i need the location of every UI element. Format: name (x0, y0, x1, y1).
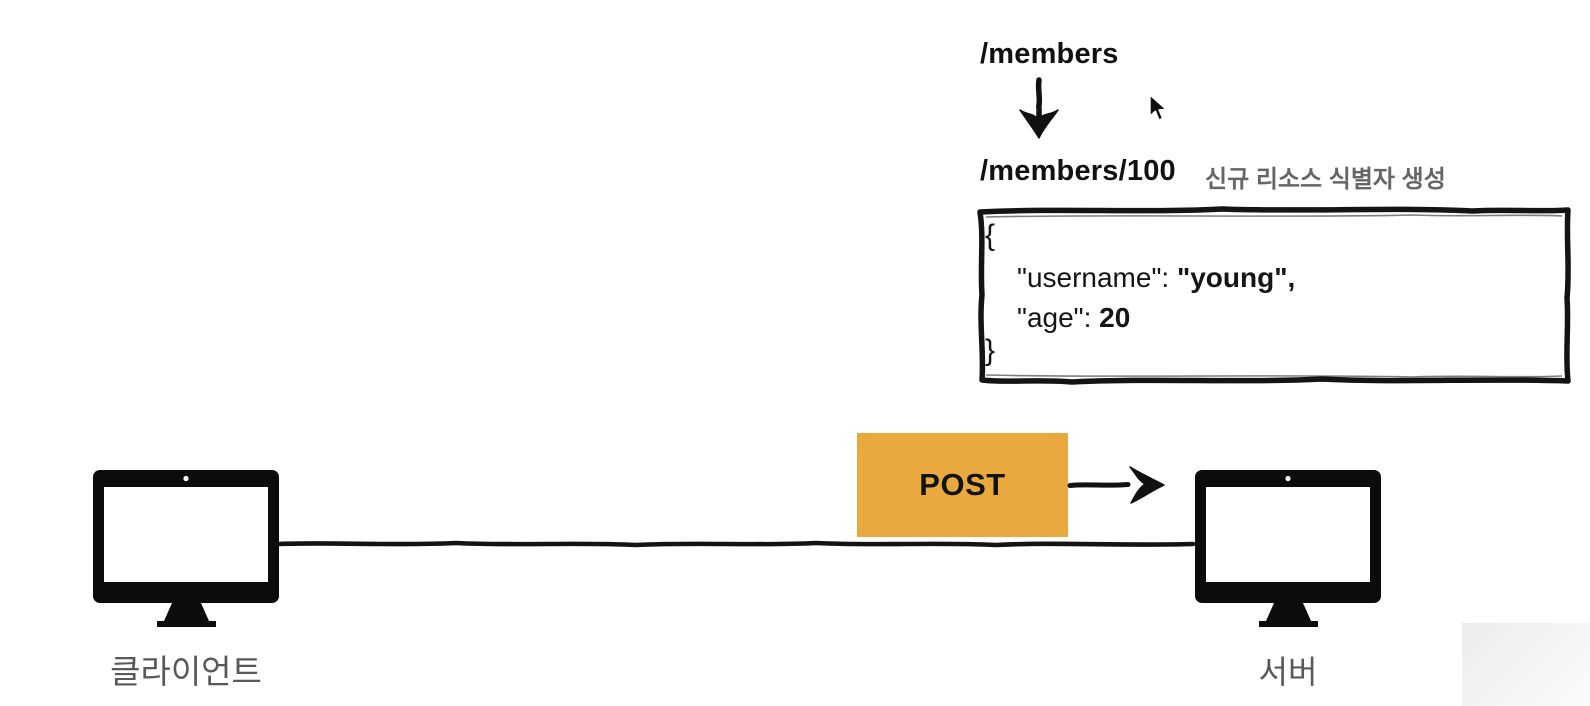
server-monitor-icon (1195, 470, 1381, 627)
json-brace-open: { (985, 219, 996, 252)
json-line-username: "username": "young", (1017, 262, 1295, 294)
client-label: 클라이언트 (110, 653, 262, 690)
resource-path-after: /members/100 (980, 155, 1176, 187)
json-value-age: 20 (1099, 302, 1131, 333)
client-monitor-icon (93, 470, 279, 627)
server-label: 서버 (1258, 654, 1318, 690)
down-arrow-icon (1019, 77, 1059, 139)
json-value-username: "young", (1176, 262, 1296, 293)
right-arrow-icon (1067, 466, 1165, 504)
json-line-age: "age": 20 (1017, 302, 1130, 334)
json-brace-close: } (985, 334, 996, 367)
resource-annotation: 신규 리소스 식별자 생성 (1205, 166, 1446, 193)
resource-path-before: /members (980, 38, 1119, 70)
json-key-age: "age": (1017, 302, 1100, 333)
json-body-box-border (977, 206, 1571, 385)
corner-overlay (1462, 623, 1590, 706)
method-box: POST (857, 433, 1068, 537)
method-label: POST (919, 467, 1006, 502)
json-key-username: "username": (1017, 262, 1177, 293)
connection-line (276, 540, 1196, 548)
mouse-cursor-icon (1149, 94, 1167, 121)
